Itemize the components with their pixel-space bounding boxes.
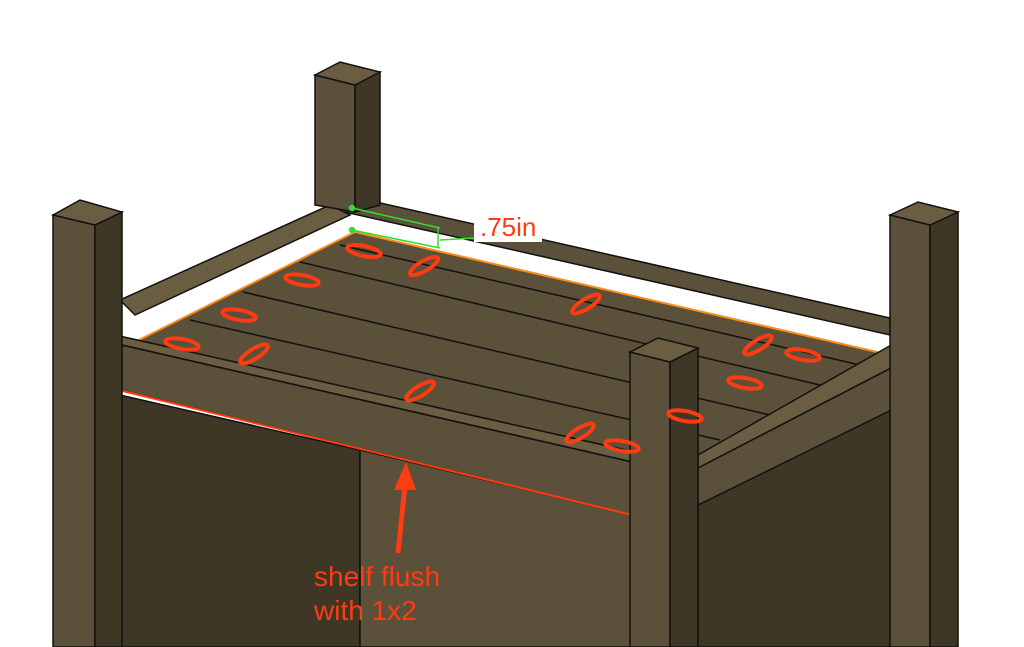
- post-front-right-top: [627, 337, 701, 363]
- left-rail: [118, 204, 352, 316]
- post-back-right-top: [887, 201, 961, 226]
- plank-seam: [339, 244, 861, 366]
- screw-marker: [163, 336, 201, 352]
- screw-marker: [603, 438, 641, 454]
- post-front-right-side: [669, 346, 699, 647]
- screw-marker: [283, 272, 321, 288]
- post-back-left-top: [312, 61, 383, 86]
- screw-marker: [404, 379, 436, 403]
- screw-marker: [666, 408, 704, 424]
- post-front-left-front: [52, 214, 96, 647]
- screw-marker: [784, 347, 822, 363]
- callout-text: shelf flush with 1x2: [314, 560, 440, 628]
- screw-marker: [407, 254, 441, 278]
- callout-line-1: shelf flush: [314, 561, 441, 592]
- callout-line-2: with 1x2: [314, 595, 417, 626]
- screw-markers: [163, 242, 822, 454]
- dimension-label: .75in: [474, 212, 543, 242]
- post-back-right-front: [889, 214, 931, 647]
- screw-marker: [220, 307, 258, 323]
- post-front-left-side: [94, 210, 123, 647]
- post-back-left-front: [314, 74, 356, 213]
- screw-marker: [564, 421, 596, 445]
- dimension-annotation: [348, 204, 475, 249]
- plank-seam: [299, 261, 821, 386]
- screw-marker: [742, 333, 774, 357]
- screw-marker: [570, 292, 602, 316]
- post-front-right-front: [629, 351, 671, 647]
- screw-marker: [345, 242, 383, 260]
- callout-arrow: [394, 462, 416, 554]
- post-back-right-side: [929, 210, 959, 647]
- post-front-left-top: [50, 199, 125, 226]
- screw-marker: [726, 375, 764, 391]
- screw-marker: [238, 342, 270, 366]
- front-rail-edge-highlight: [97, 384, 633, 516]
- post-back-left-side: [354, 70, 381, 213]
